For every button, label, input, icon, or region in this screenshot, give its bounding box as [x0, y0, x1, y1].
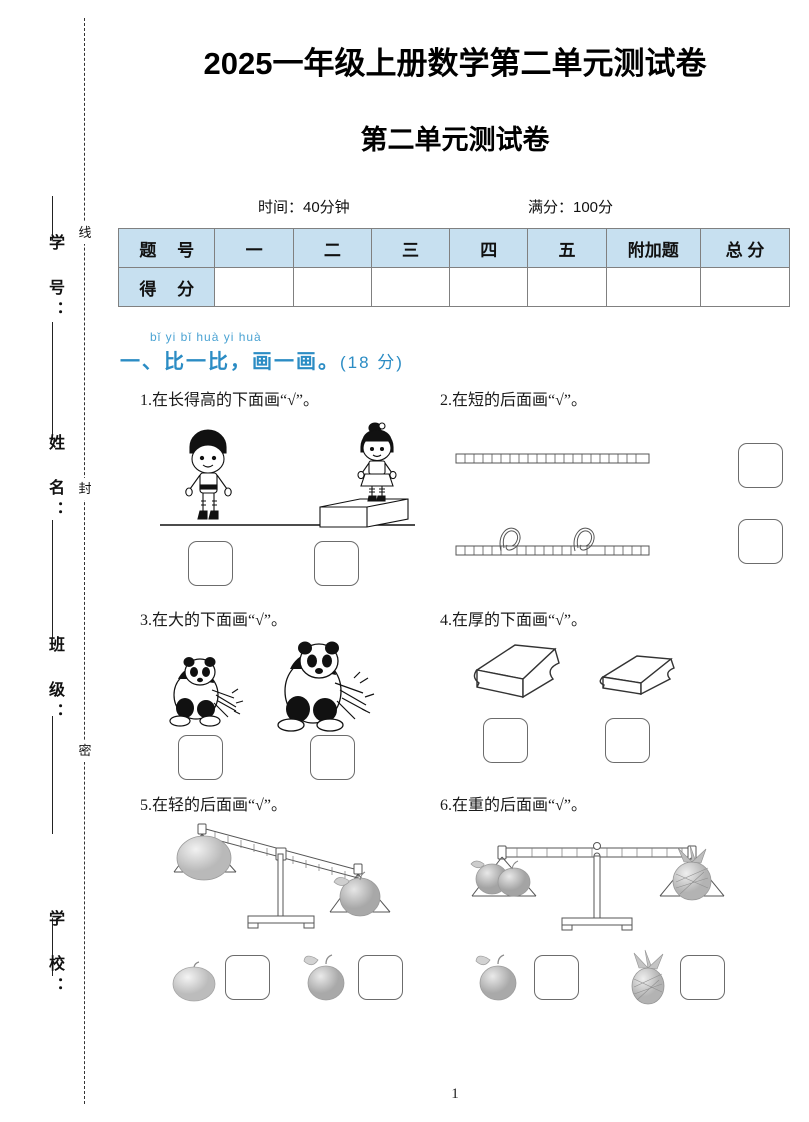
score-table-row-label-score: 得 分 — [117, 267, 216, 307]
long-straight-strip-icon — [455, 453, 650, 464]
seal-rule-5 — [52, 918, 53, 976]
balanced-scale — [470, 842, 725, 931]
field-label-school: 学 校： — [46, 910, 63, 999]
question-5-answer-box-right[interactable] — [358, 955, 403, 1000]
question-2-text: 2.在短的后面画“√”。 — [440, 392, 587, 409]
book-thickness-illustration — [473, 644, 675, 699]
score-col-total: 总 分 — [699, 228, 791, 268]
exam-duration: 时间：40分钟 — [258, 199, 350, 216]
small-panda-icon — [169, 657, 244, 727]
section-one-title-text: 一、比一比，画一画。 — [120, 351, 340, 373]
pear-on-scale — [176, 835, 232, 881]
question-4-answer-box-right[interactable] — [605, 718, 650, 763]
score-table-row-label-question: 题 号 — [117, 228, 216, 268]
seal-rule-3 — [52, 520, 53, 638]
podium-box — [319, 498, 409, 528]
girl-figure — [357, 422, 397, 502]
pineapple-on-scale — [672, 844, 712, 901]
seal-dashed-line — [84, 18, 85, 1104]
field-label-name: 姓 名： — [46, 434, 63, 523]
question-3-figure — [158, 635, 408, 735]
question-1-answer-box-right[interactable] — [314, 541, 359, 586]
field-label-student-id: 学 号： — [46, 234, 63, 323]
boy-girl-height-illustration — [160, 422, 415, 528]
score-cell-5[interactable] — [527, 267, 607, 307]
pear-icon — [172, 961, 216, 1002]
field-label-class: 班 级： — [46, 636, 63, 725]
apple-icon — [303, 954, 345, 1001]
question-4-text: 4.在厚的下面画“√”。 — [440, 612, 587, 629]
question-2-figure-looped — [455, 515, 655, 560]
score-col-5: 五 — [527, 228, 607, 268]
question-5-item-left — [170, 958, 218, 1004]
score-table-header-row: 题 号 一 二 三 四 五 附加题 总 分 — [117, 228, 791, 268]
question-6-answer-box-right[interactable] — [680, 955, 725, 1000]
page-title: 2025一年级上册数学第二单元测试卷 — [203, 46, 707, 81]
question-1-answer-box-left[interactable] — [188, 541, 233, 586]
section-one-pinyin: bǐ yi bǐ huà yi huà — [150, 330, 262, 344]
score-col-1: 一 — [214, 228, 294, 268]
score-cell-1[interactable] — [214, 267, 294, 307]
page-number: 1 — [451, 1086, 459, 1102]
question-5-answer-box-left[interactable] — [225, 955, 270, 1000]
question-4-answer-box-left[interactable] — [483, 718, 528, 763]
question-6-item-right — [622, 948, 674, 1006]
apple-icon — [475, 954, 517, 1001]
section-one-title: 一、比一比，画一画。(18 分) — [120, 345, 404, 374]
question-6-item-left — [475, 952, 523, 1004]
score-cell-3[interactable] — [370, 267, 451, 307]
score-table: 题 号 一 二 三 四 五 附加题 总 分 得 分 — [117, 228, 791, 307]
question-6-answer-box-left[interactable] — [534, 955, 579, 1000]
question-2-figure-long — [455, 450, 655, 468]
question-5-item-right — [303, 952, 351, 1004]
score-col-3: 三 — [370, 228, 451, 268]
question-5-figure — [158, 820, 408, 945]
question-1-text: 1.在长得高的下面画“√”。 — [140, 392, 319, 409]
score-cell-total[interactable] — [699, 267, 791, 307]
page-subtitle: 第二单元测试卷 — [360, 125, 550, 155]
question-3-text: 3.在大的下面画“√”。 — [140, 612, 287, 629]
seal-rule-2 — [52, 322, 53, 440]
exam-sheet: 2025一年级上册数学第二单元测试卷 第二单元测试卷 时间：40分钟 满分：10… — [110, 0, 809, 1122]
question-2-answer-box-bottom[interactable] — [738, 519, 783, 564]
boy-figure — [185, 429, 232, 520]
seal-rule-1 — [52, 196, 53, 240]
question-2-answer-box-top[interactable] — [738, 443, 783, 488]
seal-margin: 线 封 密 学 号： 姓 名： 班 级： 学 校： — [0, 0, 110, 1122]
large-panda-icon — [277, 641, 375, 732]
seal-word-feng: 封 — [75, 478, 95, 501]
seal-word-xian: 线 — [75, 222, 95, 245]
exam-fullmark: 满分：100分 — [528, 199, 614, 216]
panda-size-illustration — [169, 641, 375, 732]
seal-word-mi: 密 — [75, 740, 95, 763]
question-3-answer-box-left[interactable] — [178, 735, 223, 780]
short-looped-strip-icon — [455, 527, 650, 556]
thin-book-icon — [599, 655, 675, 696]
score-col-2: 二 — [292, 228, 372, 268]
question-6-text: 6.在重的后面画“√”。 — [440, 797, 587, 814]
score-cell-4[interactable] — [449, 267, 529, 307]
seal-rule-4 — [52, 716, 53, 834]
score-col-4: 四 — [449, 228, 529, 268]
tilted-balance-scale — [173, 823, 391, 929]
question-4-figure — [455, 635, 725, 717]
question-5-text: 5.在轻的后面画“√”。 — [140, 797, 287, 814]
exam-meta: 时间：40分钟 满分：100分 — [128, 196, 788, 220]
score-col-extra: 附加题 — [605, 228, 701, 268]
question-6-figure — [462, 838, 737, 948]
score-cell-extra[interactable] — [605, 267, 701, 307]
score-cell-2[interactable] — [292, 267, 372, 307]
question-3-answer-box-right[interactable] — [310, 735, 355, 780]
thick-book-icon — [473, 644, 560, 699]
pineapple-icon — [631, 949, 665, 1005]
score-table-value-row: 得 分 — [117, 267, 791, 307]
section-one-points: (18 分) — [340, 353, 404, 372]
question-1-figure — [160, 415, 420, 540]
